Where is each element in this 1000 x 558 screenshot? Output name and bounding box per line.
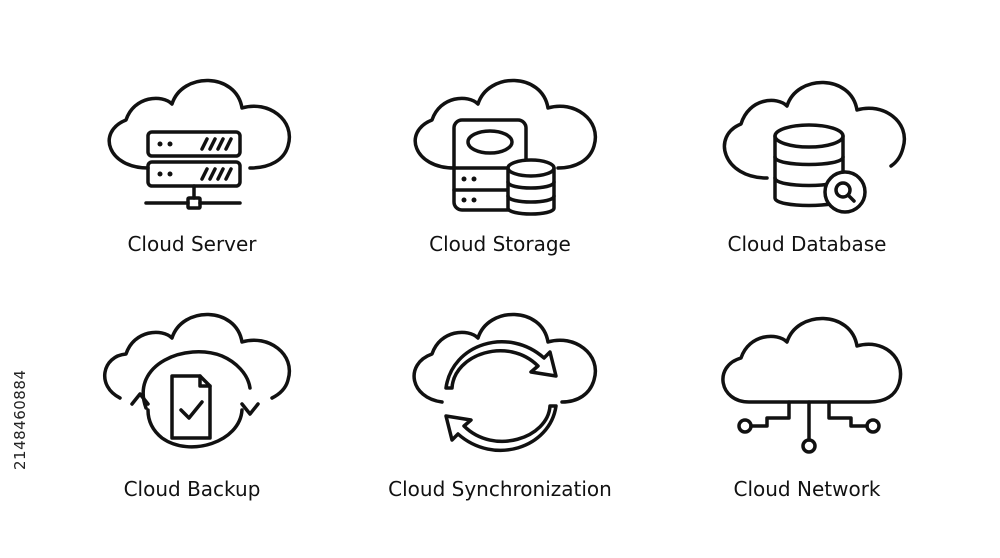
cloud-server-icon: [90, 70, 300, 220]
label-cloud-database: Cloud Database: [727, 232, 887, 256]
cloud-database-icon: [705, 70, 915, 220]
stock-image-id: 2148460884: [11, 369, 29, 471]
cloud-backup-icon: [90, 308, 300, 458]
label-cloud-server: Cloud Server: [127, 232, 257, 256]
cloud-storage-icon: [398, 70, 608, 220]
label-cloud-network: Cloud Network: [733, 477, 881, 501]
label-cloud-synchronization: Cloud Synchronization: [388, 477, 612, 501]
cloud-network-icon: [705, 308, 915, 458]
label-cloud-storage: Cloud Storage: [429, 232, 571, 256]
label-cloud-backup: Cloud Backup: [123, 477, 261, 501]
cloud-sync-icon: [398, 308, 608, 458]
